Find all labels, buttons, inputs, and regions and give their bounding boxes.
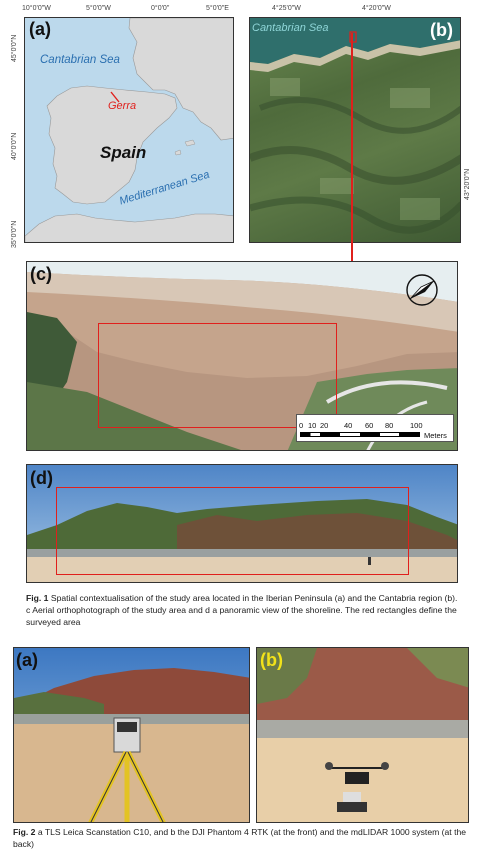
map-tick-left-3: 35°0'0"N <box>11 220 18 248</box>
scale-tick-80: 80 <box>385 421 394 430</box>
cantabrian-sea-label: Cantabrian Sea <box>40 54 120 66</box>
fig2-panel-a-label: (a) <box>16 650 38 670</box>
map-tick-left-2: 40°0'0"N <box>11 132 18 160</box>
panel-d-label: (d) <box>30 468 53 488</box>
scale-tick-100: 100 <box>410 421 423 430</box>
scale-unit: Meters <box>424 431 447 440</box>
cantabria-satellite-panel <box>249 17 461 243</box>
panel-a-label: (a) <box>29 19 51 39</box>
map-tick-left-1: 45°0'0"N <box>11 34 18 62</box>
scale-tick-40: 40 <box>344 421 353 430</box>
panorama-image <box>27 465 457 582</box>
map-tick-top-3: 0°0'0" <box>151 5 170 12</box>
fig1-caption: Fig. 1 Spatial contextualisation of the … <box>26 592 460 628</box>
sat-tick-top-1: 4°25'0"W <box>272 5 301 12</box>
satellite-image <box>250 18 460 234</box>
fig1-caption-text: Spatial contextualisation of the study a… <box>26 593 458 627</box>
iberia-map <box>25 18 233 242</box>
map-tick-top-4: 5°0'0"E <box>206 5 229 12</box>
spain-label: Spain <box>100 143 147 162</box>
scale-tick-60: 60 <box>365 421 374 430</box>
fig1-caption-lead: Fig. 1 <box>26 593 49 603</box>
drones-photo <box>257 648 468 822</box>
gerra-label: Gerra <box>108 100 137 112</box>
tls-scanner-photo <box>14 648 249 822</box>
scale-bar-box <box>296 414 454 442</box>
iberia-map-panel <box>24 17 234 243</box>
connector-line <box>351 33 353 261</box>
fig2-photo-a-panel <box>13 647 250 823</box>
panorama-survey-rectangle <box>56 487 409 575</box>
scale-bar <box>300 432 420 437</box>
north-arrow-icon <box>406 274 438 306</box>
map-tick-top-1: 10°0'0"W <box>22 5 51 12</box>
fig2-caption: Fig. 2 a TLS Leica Scanstation C10, and … <box>13 826 469 850</box>
drone-shape <box>325 762 389 784</box>
scale-tick-0: 0 <box>299 421 304 430</box>
sat-tick-top-2: 4°20'0"W <box>362 5 391 12</box>
fig2-panel-b-label: (b) <box>260 650 283 670</box>
panel-b-label: (b) <box>430 20 453 40</box>
fig2-caption-text: a TLS Leica Scanstation C10, and b the D… <box>13 827 467 849</box>
panorama-panel <box>26 464 458 583</box>
satellite-sea-label: Cantabrian Sea <box>252 22 329 34</box>
sat-tick-right: 43°20'0"N <box>464 168 471 200</box>
fig2-photo-b-panel <box>256 647 469 823</box>
map-tick-top-2: 5°0'0"W <box>86 5 111 12</box>
orthophoto-survey-rectangle <box>98 323 337 428</box>
scale-tick-20: 20 <box>320 421 329 430</box>
fig2-caption-lead: Fig. 2 <box>13 827 36 837</box>
panel-c-label: (c) <box>30 264 52 284</box>
scale-tick-10: 10 <box>308 421 317 430</box>
